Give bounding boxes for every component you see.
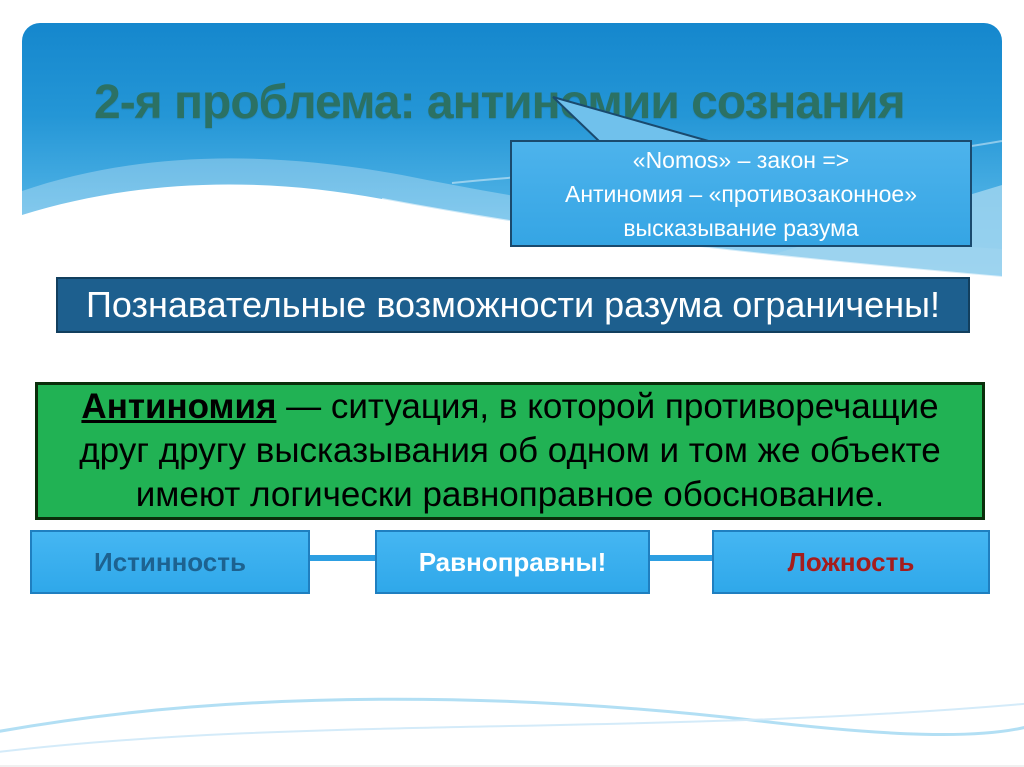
statement-bar: Познавательные возможности разума ограни… <box>56 277 970 333</box>
definition-box: Антиномия — ситуация, в которой противор… <box>35 382 985 520</box>
definition-term: Антиномия <box>81 387 277 426</box>
equal-box: Равноправны! <box>375 530 650 594</box>
callout-line-3: высказывание разума <box>623 214 859 241</box>
slide-bottom-edge <box>0 765 1024 767</box>
truth-box: Истинность <box>30 530 310 594</box>
statement-text: Познавательные возможности разума ограни… <box>86 284 940 325</box>
page-title: 2-я проблема: антиномии сознания <box>94 76 906 129</box>
definition-line-1: Антиномия — ситуация, в которой противор… <box>38 385 982 429</box>
connector-line-left <box>310 555 375 561</box>
false-box-label: Ложность <box>787 546 915 577</box>
definition-line-2: друг другу высказывания об одном и том ж… <box>79 431 941 470</box>
truth-box-label: Истинность <box>94 546 246 577</box>
callout-line-2: Антиномия – «противозаконное» <box>564 180 918 207</box>
false-box: Ложность <box>712 530 990 594</box>
equal-box-label: Равноправны! <box>418 546 607 577</box>
connector-line-right <box>650 555 712 561</box>
definition-line-3: имеют логически равноправное обоснование… <box>135 475 885 514</box>
definition-line-1-rest: — ситуация, в которой противоречащие <box>276 387 939 426</box>
callout-box: «Nomos» – закон => Антиномия – «противоз… <box>510 140 972 247</box>
callout-line-1: «Nomos» – закон => <box>632 146 850 173</box>
bottom-wave-decoration <box>0 697 1024 753</box>
